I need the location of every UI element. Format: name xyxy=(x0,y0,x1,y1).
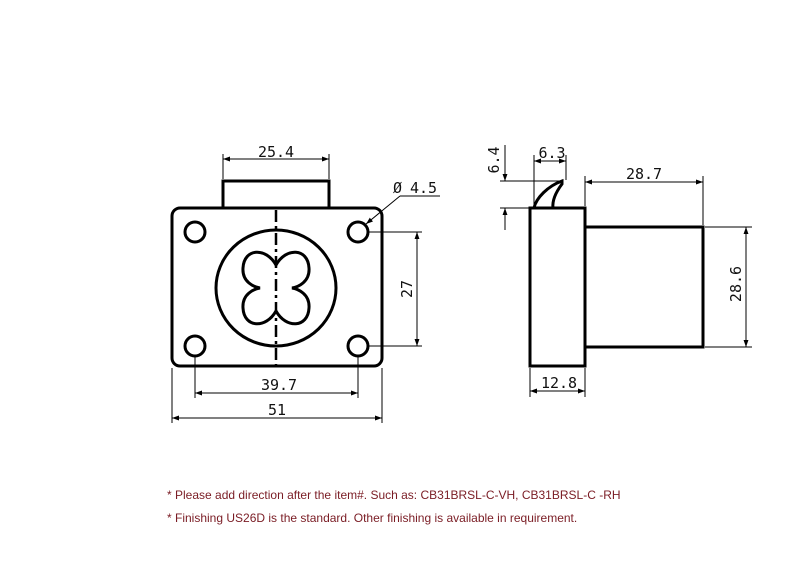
front-dimensions xyxy=(171,154,440,423)
mount-hole-top-left xyxy=(183,220,207,244)
note-direction: * Please add direction after the item#. … xyxy=(167,488,621,502)
mount-hole-bottom-right xyxy=(346,334,370,358)
dim-hole-diameter: 4.5 xyxy=(410,179,437,197)
note-finishing: * Finishing US26D is the standard. Other… xyxy=(167,511,578,525)
mount-hole-bottom-left xyxy=(183,334,207,358)
side-view xyxy=(528,178,705,368)
dim-body-height: 28.6 xyxy=(727,266,745,302)
latch-bolt xyxy=(532,178,564,209)
dim-overall-width: 51 xyxy=(268,401,286,419)
cylinder-outer xyxy=(214,228,338,348)
front-view xyxy=(170,179,384,368)
dim-latch-width: 6.3 xyxy=(538,144,565,162)
side-dimensions xyxy=(500,145,752,397)
dim-latch-height: 6.4 xyxy=(485,146,503,173)
mount-hole-top-right xyxy=(346,220,370,244)
dim-hole-horizontal: 39.7 xyxy=(261,376,297,394)
dim-top-width: 25.4 xyxy=(258,143,294,161)
dim-plate-thickness: 12.8 xyxy=(541,374,577,392)
dim-body-depth: 28.7 xyxy=(626,165,662,183)
side-plate xyxy=(528,206,587,368)
leader-hole-diameter xyxy=(365,195,401,225)
diameter-symbol: Ø xyxy=(393,179,402,197)
dim-hole-vertical: 27 xyxy=(398,280,416,298)
side-body xyxy=(583,225,705,349)
front-top-tab xyxy=(221,179,331,210)
